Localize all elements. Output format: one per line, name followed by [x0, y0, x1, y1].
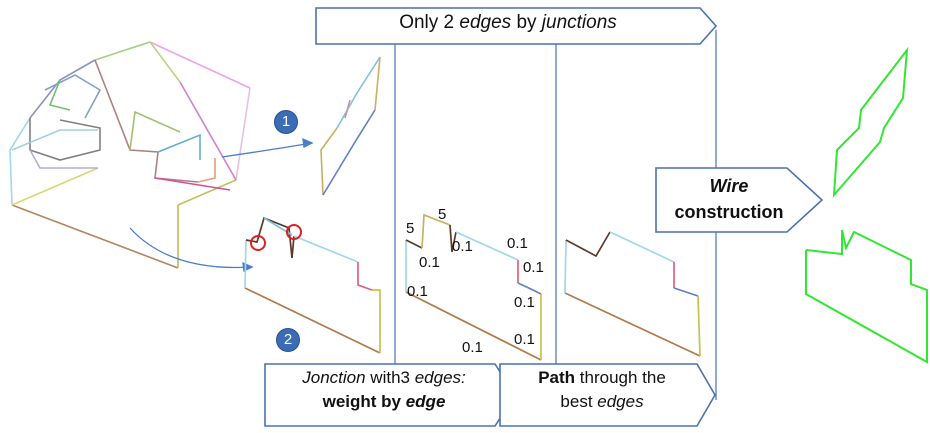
result-wire-1: [832, 46, 909, 198]
wire-arrow-shape: [655, 167, 824, 233]
path-shape: [564, 231, 701, 357]
wire-word: Wire: [660, 173, 798, 199]
bottom-left-arrow-label: Jonction with3 edges:weight by edge: [264, 366, 504, 414]
top-junctions-word: junctions: [541, 12, 617, 33]
result-wires: [805, 46, 928, 364]
top-prefix: Only 2: [399, 12, 460, 33]
bottom-right-line1: Path through the: [502, 366, 702, 390]
face-1-shape: [320, 56, 381, 196]
wire-arrow-label: Wire construction: [660, 173, 798, 225]
jonction-word: Jonction: [302, 368, 366, 387]
badge-1: 1: [274, 110, 298, 134]
weight-label: 0.1: [507, 235, 528, 252]
bottom-left-line2: weight by edge: [264, 390, 504, 414]
face-2-shape: [244, 216, 381, 354]
edges-word: edges: [597, 392, 644, 411]
block-arrows: [264, 7, 824, 427]
top-middle: by: [511, 12, 542, 33]
edge-word: edge: [405, 392, 446, 411]
top-arrow-shape: [315, 7, 718, 45]
through-text: through the: [575, 368, 666, 387]
bottom-left-line1: Jonction with3 edges:: [264, 366, 504, 390]
weight-label: 5: [438, 206, 447, 223]
top-edges-word: edges: [459, 12, 512, 33]
weight-by: weight by: [322, 392, 406, 411]
weight-label: 0.1: [407, 283, 428, 300]
weight-label: 0.1: [514, 294, 535, 311]
path-word: Path: [538, 368, 576, 387]
with-text: with3: [365, 368, 415, 387]
bottom-right-line2: best edges: [502, 390, 702, 414]
weight-label: 0.1: [419, 254, 440, 271]
wire-word-text: Wire: [709, 176, 749, 196]
weight-label: 0.1: [462, 339, 483, 356]
best-text: best: [560, 392, 598, 411]
weight-label: 5: [406, 220, 415, 237]
edges-colon: edges:: [414, 368, 466, 387]
3d-wire-model: [9, 41, 251, 269]
bottom-right-arrow-shape: [499, 363, 716, 427]
weight-label: 0.1: [452, 238, 473, 255]
weighted-shape: [405, 213, 542, 361]
top-arrow-label: Only 2 edges by junctions: [318, 12, 698, 34]
weight-label: 0.1: [523, 259, 544, 276]
badge-2: 2: [276, 328, 300, 352]
construction-word: construction: [674, 202, 784, 222]
result-wire-2: [805, 229, 928, 364]
junction-circles: [250, 224, 302, 251]
weight-label: 0.1: [514, 331, 535, 348]
